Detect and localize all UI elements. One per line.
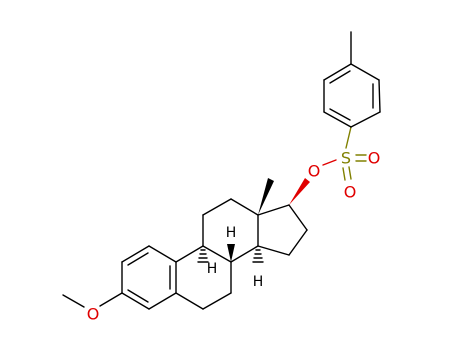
- h-c9-label: H: [207, 261, 218, 277]
- bond-s-aryl: [345, 126, 352, 149]
- bond-c13-c17: [257, 204, 290, 216]
- wedge-c13-methyl: [258, 178, 274, 215]
- bond-o-ch3: [62, 294, 85, 308]
- bond-t4-t5: [323, 63, 352, 81]
- bond-t4-t5-double: [329, 70, 351, 84]
- hash-c14-h: [252, 249, 264, 263]
- ring-b: [175, 245, 232, 310]
- bond-t1-t2: [350, 111, 381, 128]
- ring-d: [257, 204, 308, 256]
- bond-o-s: [322, 159, 337, 166]
- bond-c3-c4-double: [127, 289, 149, 303]
- bond-c1-c2: [121, 245, 150, 263]
- bond-c4-c5: [148, 292, 177, 310]
- wedge-c17-o: [289, 178, 310, 205]
- sulfur-label: S: [341, 149, 351, 168]
- bond-t6-t1-double: [329, 108, 351, 121]
- hash-c9-h: [197, 249, 209, 263]
- bond-c7-c6: [202, 292, 232, 310]
- wedge-c8-h: [227, 244, 235, 262]
- bond-c3-c4: [121, 292, 150, 310]
- stereo-hydrogens: H H H: [197, 225, 264, 290]
- methoxy-oxygen-label: O: [87, 305, 100, 324]
- bond-t3-t4: [350, 63, 380, 81]
- bond-c10-c9: [175, 245, 204, 263]
- sulfonyl-oxygen-1-label: O: [368, 149, 381, 168]
- ring-c: [202, 198, 259, 263]
- bond-c15-c14: [257, 245, 290, 256]
- bond-c9-c8: [202, 245, 232, 263]
- bond-s-o2-b: [348, 166, 352, 180]
- ring-a-aromatic: [121, 245, 177, 310]
- sulfonyl-oxygen-2-label: O: [344, 183, 357, 202]
- tosylate-group: O S O O: [289, 126, 381, 205]
- bond-c11-c12: [202, 198, 232, 216]
- bond-c3-o: [99, 292, 123, 307]
- bond-c1-c2-double: [127, 252, 149, 266]
- bond-c6-c5: [175, 292, 204, 310]
- bond-c16-c15: [288, 229, 308, 256]
- h-c14-label: H: [253, 274, 264, 290]
- tolyl-ring: [323, 31, 381, 128]
- bond-t2-t3: [378, 79, 381, 113]
- bond-c12-c13: [230, 198, 259, 216]
- bond-c14-c8: [230, 245, 259, 263]
- bond-s-o2-a: [342, 167, 346, 181]
- bond-t6-t1: [323, 111, 352, 128]
- bond-c10-c1: [148, 245, 177, 263]
- h-c8-label: H: [226, 225, 237, 241]
- bond-c17-c16: [288, 204, 308, 231]
- methoxy-group: O: [62, 292, 123, 324]
- ester-oxygen-label: O: [308, 162, 321, 181]
